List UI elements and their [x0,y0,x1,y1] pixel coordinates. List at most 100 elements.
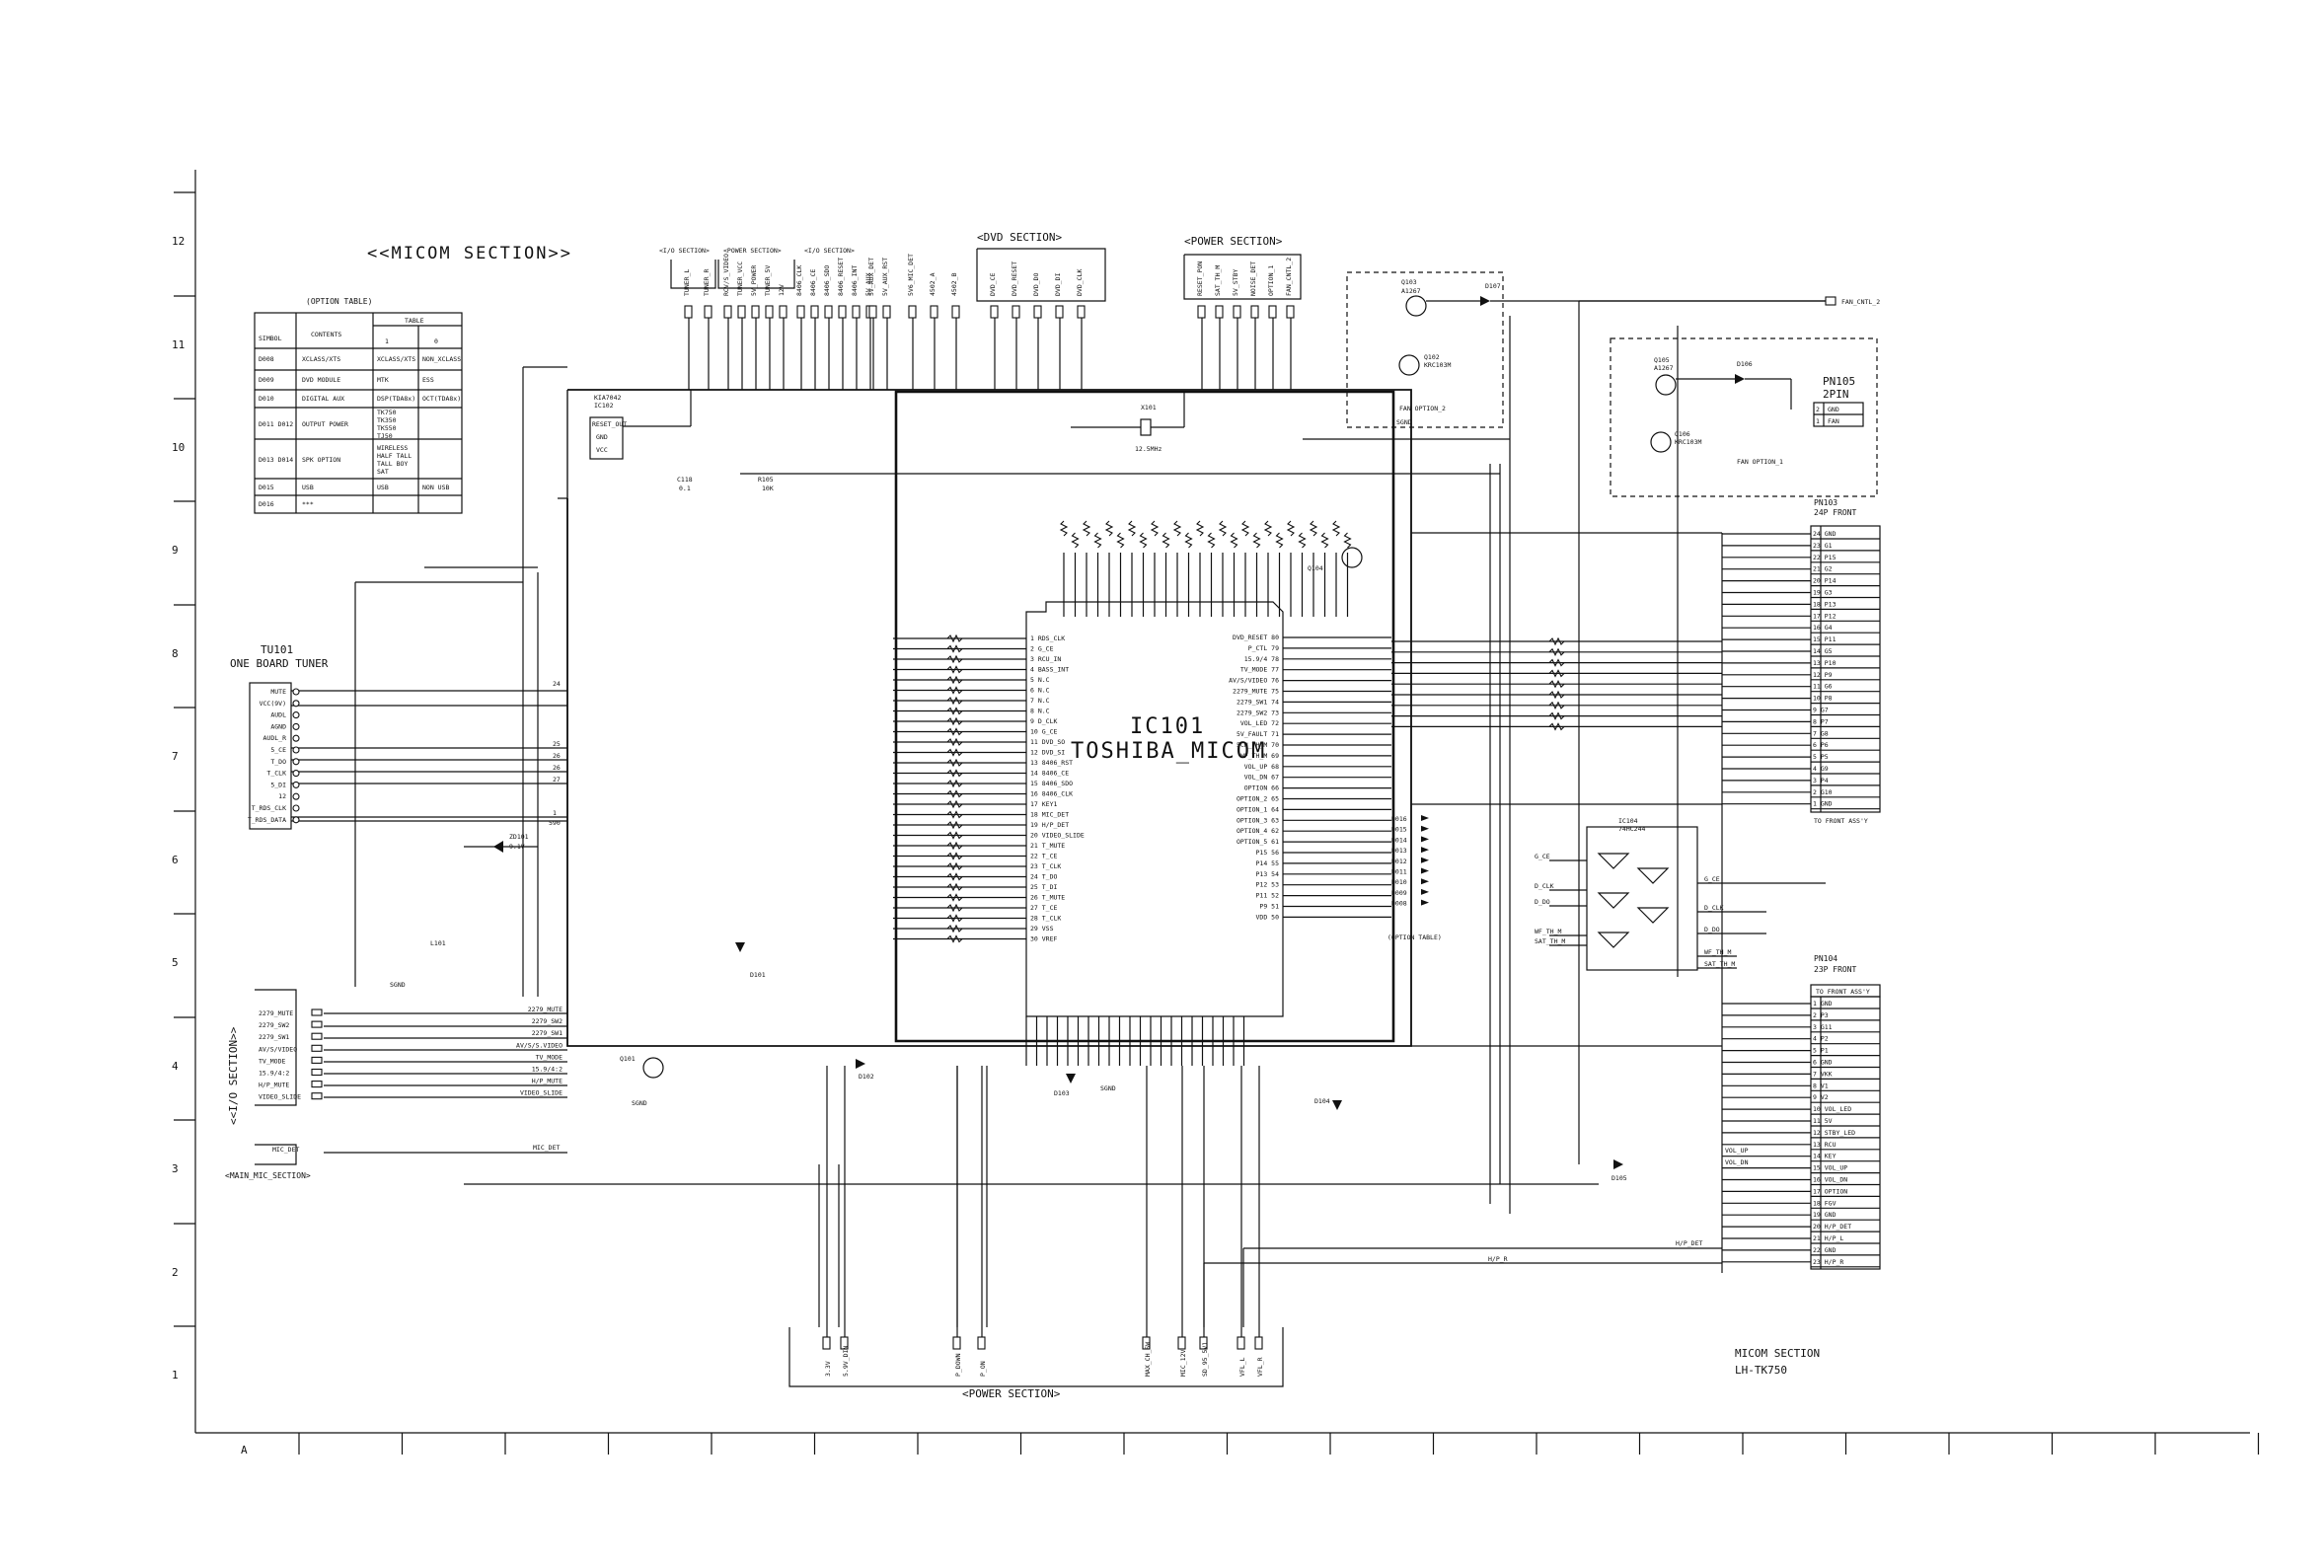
io-pin [311,1020,323,1028]
opt-row-one: TK350 [377,416,397,424]
resistor-symbol [1082,520,1091,537]
resistor-symbol [1150,520,1160,537]
pn104-pin: 2 P3 [1813,1011,1829,1019]
opt-row-content: XCLASS/XTS [302,355,340,363]
opt-head-1: 1 [385,337,389,345]
resistor-symbol [946,893,963,902]
top-bus-label: TUNER_VCC [736,261,744,296]
io-section-box: 2279_MUTE2279_SW22279_SW1AV/S/VIDEOTV_MO… [255,989,562,1165]
ic-right-pin: 15.9/4 78 [1244,655,1279,663]
ic104-part: 74HC244 [1618,825,1645,833]
resistor-symbol [1548,669,1565,678]
vol-up-net: VOL_UP [1725,1147,1749,1155]
ic-left-pin: 14 8406_CE [1030,770,1069,778]
pn105-gnd: GND [1828,406,1839,413]
ic-left-pin: 1 RDS_CLK [1030,635,1065,642]
ic-left-pin: 20 VIDEO_SLIDE [1030,832,1085,840]
sgnd-4: SGND [1396,418,1412,426]
top-bus-pin [852,305,861,319]
resistor-symbol [1275,532,1284,549]
tuner-pin [292,770,300,778]
pn104-pin: 21 H/P_L [1813,1234,1843,1242]
ic-left-pin: 8 N.C [1030,708,1050,715]
bottom-power-pin [1254,1336,1263,1350]
pn104-pin: 6 GND [1813,1059,1833,1067]
fan-option-1: FAN OPTION_1 Q105 A1267 Q106 KRC103M D10… [1610,337,1878,497]
crystal-x101: X101 12.5MHz [1071,392,1185,453]
bottom-power-label: VFL_L [1238,1357,1246,1377]
option-diode-label: D011 [1391,868,1407,876]
resistor-symbol [946,799,963,809]
pn103-pin: 22 P15 [1813,554,1837,561]
ic-left-pin: 29 VSS [1030,925,1054,933]
resistor-symbol [1320,532,1329,549]
net-26: 26 [553,752,561,760]
opt-row-symbol: D013 D014 [259,456,293,464]
top-bus-pin [723,305,732,319]
resistor-symbol [1548,636,1565,646]
ic104-out-do: D_DO [1704,926,1720,933]
top-bus-pin [1055,305,1064,319]
tuner-pin-label: T_CLK [266,770,286,778]
top-bus-label: DVD_DO [1032,272,1040,296]
net-590: 590 [549,819,561,827]
io-pin [311,1008,323,1016]
ic-left-pin: 5 N.C [1030,676,1050,684]
h-p-r-net: H/P_R [1488,1255,1508,1263]
tuner-pin-label: T_RDS_DATA [248,816,286,824]
h-p-det-net: H/P_DET [1676,1239,1702,1247]
net-markers: 24 25 26 26 27 1 590 H/P_R H/P_DET VOL_U… [390,418,1749,1263]
resistor-symbol [1548,690,1565,700]
row-label: 5 [172,956,179,969]
opt-head-table: TABLE [405,317,424,325]
q106-part: KRC103M [1675,438,1701,446]
pn103-pin: 10 P8 [1813,695,1833,703]
pn104-pin: 15 VOL_UP [1813,1164,1847,1172]
ic-left-pin: 3 RCU_IN [1030,655,1061,663]
option-diode-label: D014 [1391,836,1407,844]
opt-row-symbol: D009 [259,376,274,384]
io-signal-label: 2279_SW1 [259,1033,289,1041]
net-25: 25 [553,740,561,748]
ic-left-pin: 24 T_DO [1030,873,1057,881]
pn103-pin: 6 P6 [1813,741,1829,749]
io-section-label-2: <I/O SECTION> [804,247,855,255]
pn103-pin: 5 P5 [1813,753,1829,761]
opt-row-zero: NON_XCLASS [422,355,461,363]
pn103-pin: 20 P14 [1813,577,1837,585]
resistor-symbol [1093,532,1102,549]
top-bus-pin [1286,305,1295,319]
opt-row-symbol: D010 [259,395,274,403]
bottom-power-label: SD_95_5V1 [1201,1342,1209,1377]
pn103-pin: 8 P7 [1813,717,1829,725]
top-bus-label: 12V [778,284,786,296]
io-section-label: <I/O SECTION> [659,247,710,255]
opt-row-zero: NON USB [422,484,449,491]
transistor-q104: Q104 [1308,547,1363,572]
pn103-ref: PN103 [1814,498,1837,507]
tuner-pin-label: AUDL_R [263,734,287,742]
ic-right-pin: 2279_SW1 74 [1237,698,1279,706]
pn104-pin: 11 5V [1813,1117,1833,1125]
ic-left-pin: 30 VREF [1030,935,1057,943]
tuner-pin-label: T_RDS_CLK [252,804,286,812]
opt-row-zero: ESS [422,376,434,384]
top-bus-pin [810,305,819,319]
d102-ref: D102 [859,1073,874,1081]
transistor-q101: Q101 [620,1055,664,1079]
tuner-pin [292,734,300,742]
top-bus-pin [1197,305,1206,319]
opt-row-content: DIGITAL AUX [302,395,344,403]
ic-left-pin: 12 DVD_SI [1030,749,1065,757]
io-right-signal-label: TV_MODE [536,1053,562,1061]
diode-symbol [1421,878,1429,885]
top-bus-pin [1215,305,1224,319]
ic-left-pin: 28 T_CLK [1030,915,1061,923]
tuner-pin-label: 5_DI [270,781,286,788]
ic-right-pin: VOL_LED 72 [1240,719,1279,727]
pn105-pin1: 1 [1816,417,1820,425]
ic104-sig-wf: WF_TH_M [1535,928,1561,935]
sheet-model: LH-TK750 [1735,1364,1787,1377]
ic-right-pin: VOL_DN 67 [1244,774,1279,782]
io-signal-label: TV_MODE [259,1057,285,1065]
